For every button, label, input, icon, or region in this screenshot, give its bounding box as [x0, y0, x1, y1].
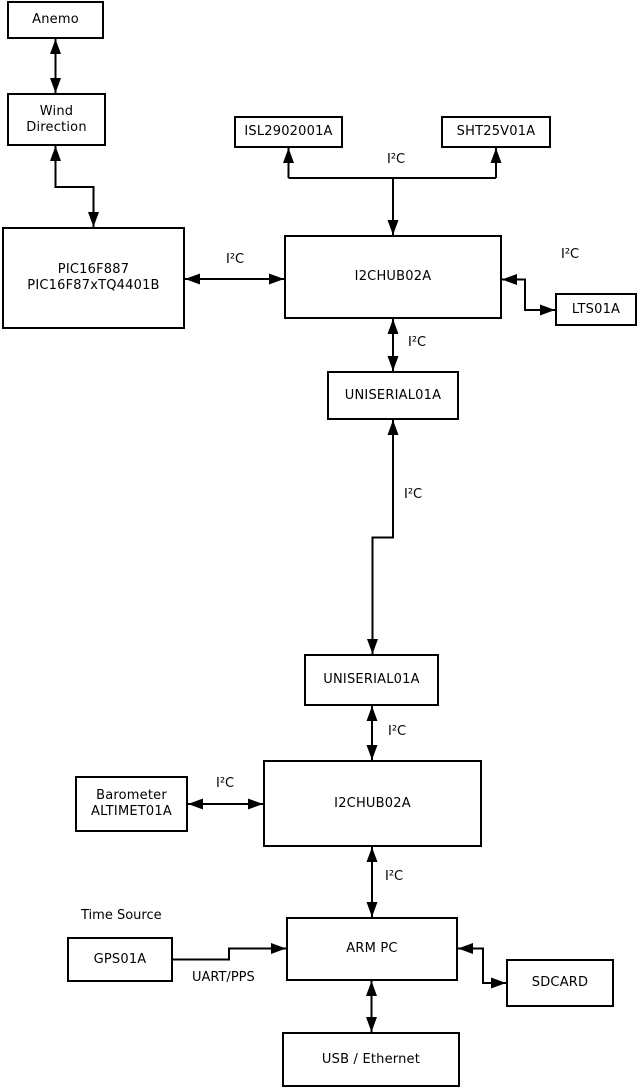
node-i2chub02a-bottom: I2CHUB02A — [263, 760, 482, 847]
node-barometer-line2: ALTIMET01A — [91, 804, 172, 819]
node-pic16f887-line1: PIC16F887 — [57, 262, 130, 277]
node-sht25v01a-label: SHT25V01A — [456, 124, 536, 139]
i2c-label-uniserial-hub2: I²C — [388, 724, 407, 739]
i2c-label-barometer-hub2: I²C — [216, 776, 235, 791]
edge-armpc-sdcard — [458, 943, 506, 989]
node-arm-pc-label: ARM PC — [346, 941, 398, 956]
i2c-label-hub-lts: I²C — [561, 247, 580, 262]
node-sdcard-label: SDCARD — [531, 975, 589, 990]
node-anemo: Anemo — [7, 1, 104, 39]
node-uniserial01a-bottom: UNISERIAL01A — [304, 654, 439, 706]
node-pic16f887: PIC16F887 PIC16F87xTQ4401B — [2, 227, 185, 329]
node-barometer-altimet01a: Barometer ALTIMET01A — [75, 776, 188, 832]
node-arm-pc: ARM PC — [286, 917, 458, 981]
node-lts01a: LTS01A — [555, 293, 637, 326]
node-sht25v01a: SHT25V01A — [441, 116, 551, 148]
i2c-label-hub-uniserial: I²C — [408, 335, 427, 350]
node-gps01a-label: GPS01A — [93, 951, 147, 967]
node-gps01a: GPS01A — [67, 937, 173, 982]
node-usb-ethernet: USB / Ethernet — [282, 1032, 460, 1087]
node-isl2902001a: ISL2902001A — [234, 116, 343, 148]
node-anemo-label: Anemo — [32, 12, 79, 27]
node-uniserial01a-top-label: UNISERIAL01A — [344, 387, 442, 403]
node-isl2902001a-label: ISL2902001A — [244, 124, 333, 139]
node-uniserial01a-bottom-label: UNISERIAL01A — [323, 672, 420, 687]
edge-hub1-lts — [502, 274, 555, 316]
node-uniserial01a-top: UNISERIAL01A — [327, 371, 459, 420]
i2c-label-uniserial-link: I²C — [404, 487, 423, 502]
node-sdcard: SDCARD — [506, 959, 614, 1007]
node-lts01a-label: LTS01A — [571, 301, 621, 317]
time-source-label: Time Source — [81, 908, 162, 923]
i2c-label-pic-hub: I²C — [226, 252, 245, 267]
node-wind-direction-line2: Direction — [26, 119, 87, 135]
node-usb-ethernet-label: USB / Ethernet — [321, 1051, 421, 1067]
node-i2chub02a-top: I2CHUB02A — [284, 235, 502, 319]
node-pic16f887-line2: PIC16F87xTQ4401B — [27, 278, 160, 293]
node-i2chub02a-top-label: I2CHUB02A — [354, 269, 432, 284]
i2c-label-sensors: I²C — [387, 152, 406, 167]
uart-pps-label: UART/PPS — [192, 970, 255, 985]
edge-wind-pic — [50, 146, 99, 227]
edge-gps-armpc — [173, 943, 286, 961]
node-barometer-line1: Barometer — [96, 788, 167, 803]
node-i2chub02a-bottom-label: I2CHUB02A — [334, 795, 411, 811]
node-wind-direction-line1: Wind — [39, 103, 74, 119]
edge-uniserial1-uniserial2 — [367, 420, 399, 654]
i2c-label-hub2-armpc: I²C — [385, 869, 404, 884]
node-wind-direction: Wind Direction — [7, 93, 106, 146]
